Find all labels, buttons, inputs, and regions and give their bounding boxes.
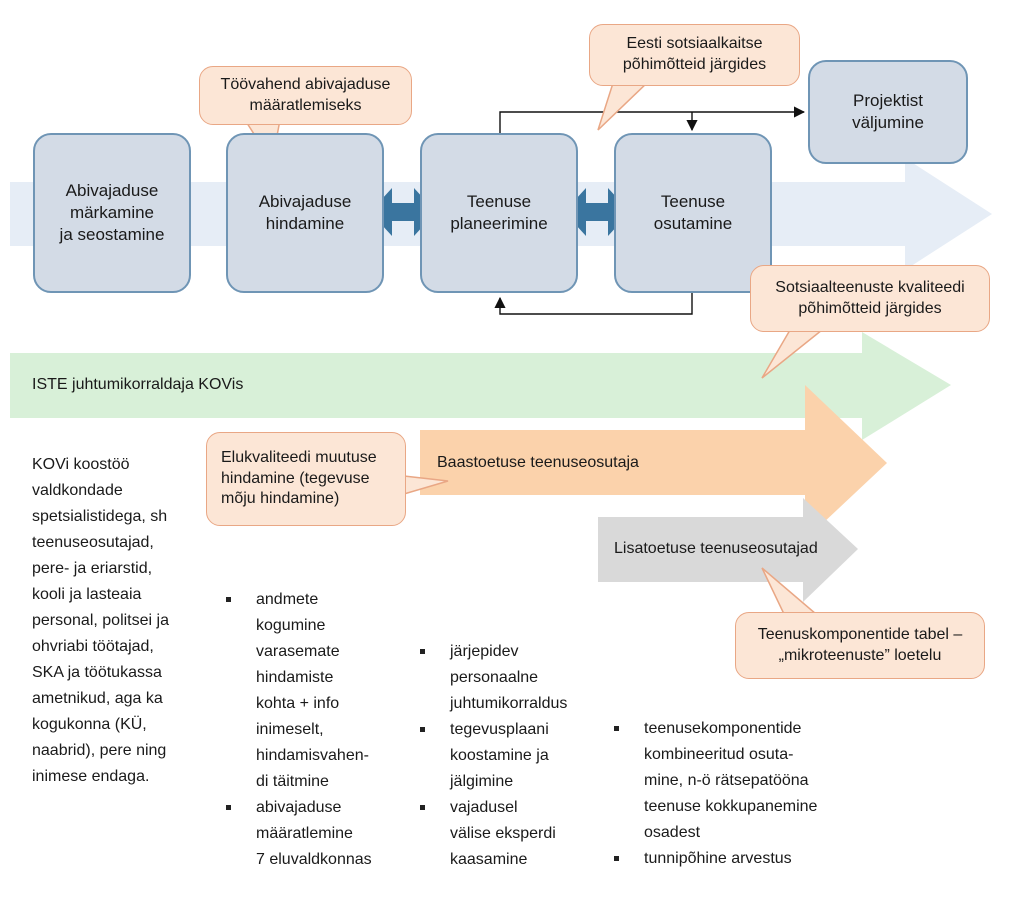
step-teenuse-osutamine: Teenuse osutamine xyxy=(614,133,772,293)
lisatoetus-band-arrow xyxy=(598,498,858,602)
callout-sotsiaalkaitse: Eesti sotsiaalkaitse põhimõtteid järgide… xyxy=(589,24,800,86)
connector-bottom-loop xyxy=(494,292,693,315)
callout-toovahend: Töövahend abivajaduse määratlemiseks xyxy=(199,66,412,125)
bullet-item: abivajaduse määratlemine 7 eluvaldkonnas xyxy=(226,795,396,873)
band-label-iste: ISTE juhtumikorraldaja KOVis xyxy=(32,376,244,393)
iste-band-arrow xyxy=(10,332,951,440)
step-abivajaduse-hindamine: Abivajaduse hindamine xyxy=(226,133,384,293)
connector-top xyxy=(499,106,806,133)
callout-tail-sotsiaalkaitse xyxy=(597,79,652,131)
callout-elukvaliteet: Elukvaliteedi muutuse hindamine (tegevus… xyxy=(206,432,406,526)
bullet-item: vajadusel välise eksperdi kaasamine xyxy=(420,795,600,873)
kovi-koostoo-text: KOVi koostöö valdkondade spetsialistideg… xyxy=(32,456,169,785)
step-projektist-valjumine: Projektist väljumine xyxy=(808,60,968,164)
double-arrow-planeerimine-osutamine xyxy=(564,188,630,236)
bullets-osutamine: teenusekomponentide kombineeritud osuta-… xyxy=(614,716,854,872)
bullets-hindamine: andmete kogumine varasemate hindamiste k… xyxy=(226,587,396,873)
step-teenuse-planeerimine: Teenuse planeerimine xyxy=(420,133,578,293)
double-arrow-hindamine-planeerimine xyxy=(370,188,436,236)
bullet-item: tunnipõhine arvestus xyxy=(614,846,854,872)
bullet-item: tegevusplaani koostamine ja jälgimine xyxy=(420,717,600,795)
callout-teenuskomponendid: Teenuskomponentide tabel – „mikroteenust… xyxy=(735,612,985,679)
bullets-planeerimine: järjepidev personaalne juhtumikorraldus … xyxy=(420,639,600,873)
band-label-baastoetus: Baastoetuse teenuseosutaja xyxy=(437,454,639,471)
bullet-item: andmete kogumine varasemate hindamiste k… xyxy=(226,587,396,795)
band-label-lisatoetus: Lisatoetuse teenuseosutajad xyxy=(614,540,818,557)
bullet-item: teenusekomponentide kombineeritud osuta-… xyxy=(614,716,854,846)
baastoetus-band-arrow xyxy=(420,385,887,540)
callout-kvaliteet: Sotsiaalteenuste kvaliteedi põhimõtteid … xyxy=(750,265,990,332)
step-abivajaduse-markamine: Abivajaduse märkamine ja seostamine xyxy=(33,133,191,293)
bullet-item: järjepidev personaalne juhtumikorraldus xyxy=(420,639,600,717)
